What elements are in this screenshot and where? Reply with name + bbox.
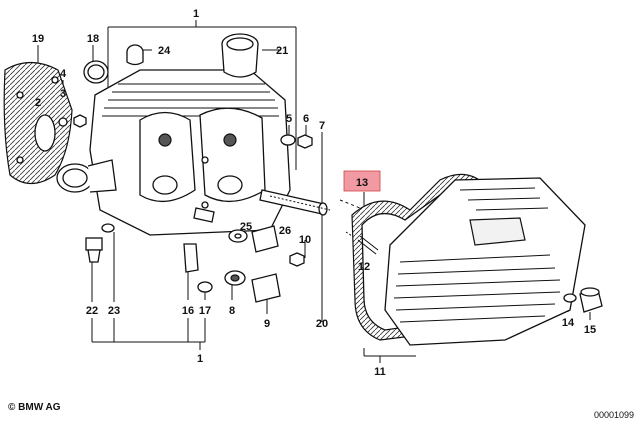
callout-7: 7 [319, 120, 325, 132]
washer-part-14 [563, 293, 577, 303]
cap-nut-part-15 [579, 287, 603, 313]
callout-17: 17 [199, 305, 211, 317]
nut-part-6 [297, 134, 313, 149]
copyright-symbol: © [8, 402, 16, 413]
callout-highlight [343, 170, 381, 192]
callout-11: 11 [374, 366, 386, 378]
callout-8: 8 [229, 305, 235, 317]
callout-9: 9 [264, 318, 270, 330]
callout-25: 25 [240, 221, 252, 233]
seal-part-23 [101, 223, 115, 233]
rocker-part-9 [251, 273, 281, 303]
gasket-part-19 [3, 61, 73, 185]
plug-part-24 [126, 44, 144, 66]
clip-part-17 [197, 281, 213, 293]
callout-19: 19 [32, 33, 44, 45]
callout-12: 12 [358, 261, 370, 273]
callout-26: 26 [279, 225, 291, 237]
callout-2: 2 [35, 97, 41, 109]
diagram-id: 00001099 [593, 410, 634, 420]
callout-23: 23 [108, 305, 120, 317]
callout-16: 16 [182, 305, 194, 317]
nut-part-10 [289, 252, 305, 267]
copyright-notice: © BMW AG [8, 402, 61, 413]
callout-20: 20 [316, 318, 328, 330]
rocker-part-26 [251, 225, 279, 253]
callout-3: 3 [60, 88, 66, 100]
callout-4: 4 [60, 68, 67, 80]
callout-22: 22 [86, 305, 98, 317]
callout-21: 21 [276, 45, 288, 57]
callout-1-top: 1 [193, 8, 199, 20]
callout-15: 15 [584, 324, 596, 336]
washer-part-5 [280, 134, 296, 146]
valve-cover-part-11 [384, 177, 586, 346]
washer-part-25 [228, 229, 248, 243]
sleeve-part-21 [221, 33, 259, 78]
cylinder-head [56, 69, 291, 236]
stud-part-12 [357, 235, 379, 255]
callout-24: 24 [158, 45, 171, 57]
rod-part-16 [183, 243, 199, 273]
washer-part-3 [58, 117, 68, 127]
callout-13: 13 [356, 177, 368, 189]
stud-part-20 [259, 189, 331, 216]
sleeve-part-small [193, 207, 215, 223]
callout-14: 14 [562, 317, 575, 329]
callout-5: 5 [286, 113, 292, 125]
callout-6: 6 [303, 113, 309, 125]
bushing-part-8 [224, 270, 246, 286]
o-ring-part-18 [83, 60, 109, 84]
callout-numbers: 1 19 18 24 21 4 3 2 5 6 7 13 25 26 10 12… [32, 8, 596, 378]
callout-10: 10 [299, 234, 311, 246]
nut-part-4 [73, 114, 87, 128]
callout-1-bottom: 1 [197, 353, 203, 365]
callout-18: 18 [87, 33, 99, 45]
copyright-owner: BMW AG [18, 402, 61, 413]
fitting-part-22 [85, 237, 103, 263]
